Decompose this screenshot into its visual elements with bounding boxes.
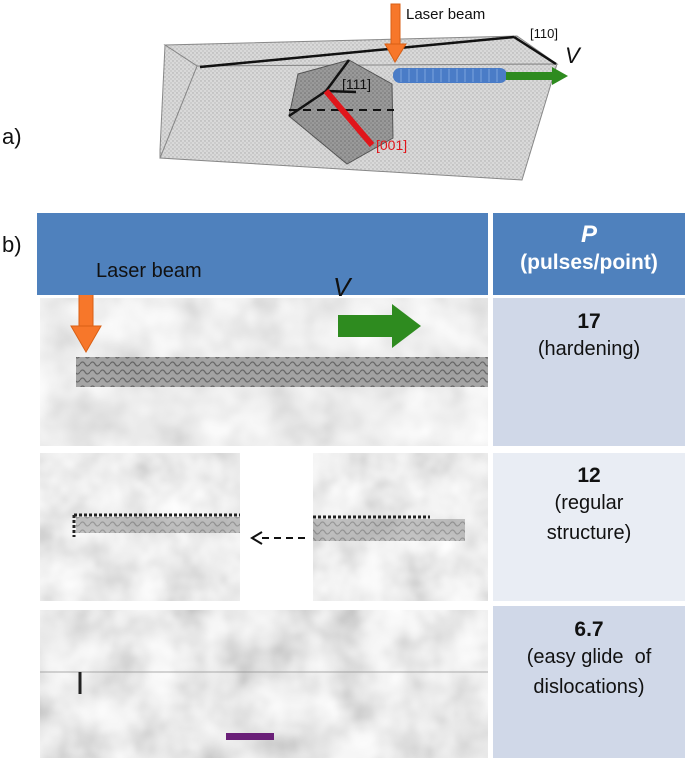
header-unit: (pulses/point) — [520, 251, 658, 274]
block-top-edge — [199, 35, 515, 69]
block-left-face — [159, 44, 198, 159]
row-1-cell — [493, 298, 685, 446]
velocity-arrow-a — [506, 67, 568, 85]
row-2-value: 12 — [577, 464, 601, 487]
row-3-desc-line-2: dislocations) — [533, 676, 645, 698]
header-bar-right: P (pulses/point) — [493, 213, 685, 295]
track-cylinder — [393, 68, 507, 83]
unit-cube — [288, 59, 394, 165]
velocity-label-b: V — [333, 272, 351, 302]
direction-111-label: [111] — [342, 76, 372, 92]
velocity-arrow-b — [338, 304, 421, 348]
row-3-cell — [493, 606, 685, 758]
direction-110-label: [110] — [530, 26, 558, 41]
crystal-block — [159, 35, 559, 181]
cube-edge-a — [288, 89, 327, 118]
row-1-value: 17 — [577, 310, 601, 333]
panel-label-a: a) — [2, 124, 22, 149]
row-2-desc-line-2: structure) — [546, 522, 632, 544]
laser-label-a: Laser beam — [406, 6, 486, 23]
panel-label-b: b) — [2, 232, 22, 257]
row-3-desc-line-1: (easy glide of — [526, 646, 652, 668]
micrograph-row-1 — [40, 298, 488, 446]
cube-edge-c — [325, 89, 357, 94]
velocity-label-a: V — [565, 43, 580, 68]
micrograph-row-3 — [40, 610, 488, 758]
row-3-text: 6.7 (easy glide of dislocations) — [493, 618, 685, 702]
laser-track — [393, 68, 507, 83]
row-2-text: 12 (regular structure) — [493, 464, 685, 548]
row-2-cell — [493, 453, 685, 601]
micrograph-row-2 — [40, 453, 488, 601]
laser-label-b: Laser beam — [96, 260, 202, 282]
row-1-desc: (hardening) — [537, 338, 641, 360]
laser-arrow-a — [384, 3, 407, 63]
row-1-text: 17 (hardening) — [493, 310, 685, 364]
block-top-edge-2 — [513, 35, 557, 66]
direction-001-label: [001] — [376, 137, 408, 153]
row-3-value: 6.7 — [574, 618, 604, 641]
ablation-track-1 — [76, 357, 488, 387]
row-2-desc-line-1: (regular — [554, 492, 624, 514]
scale-bar — [226, 733, 274, 740]
dashed-arrow-head — [250, 531, 263, 545]
header-symbol: P — [580, 221, 597, 248]
header-bar-left — [37, 213, 488, 295]
axis-001-line — [323, 89, 375, 147]
cube-edge-b — [324, 59, 351, 92]
